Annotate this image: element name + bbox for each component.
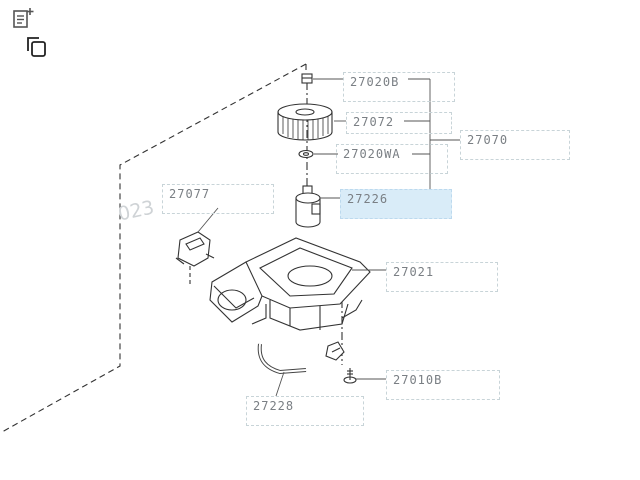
leader-lines (197, 78, 460, 397)
screw-part (343, 368, 357, 384)
callout-27010b[interactable]: 27010B (386, 370, 500, 400)
resistor-part (175, 231, 215, 267)
callout-27228[interactable]: 27228 (246, 396, 364, 426)
callout-27070[interactable]: 27070 (460, 130, 570, 160)
nut-part (301, 73, 313, 84)
callout-27020b[interactable]: 27020B (343, 72, 455, 102)
washer-part (298, 149, 314, 159)
hose-part (257, 343, 307, 375)
callout-27072[interactable]: 27072 (346, 112, 452, 134)
note-add-icon[interactable] (10, 6, 36, 32)
copy-icon[interactable] (24, 34, 50, 60)
callout-27226[interactable]: 27226 (340, 189, 452, 219)
callout-27077[interactable]: 27077 (162, 184, 274, 214)
bracket-part (325, 341, 345, 361)
blower-fan-part (277, 103, 333, 141)
callout-27020wa[interactable]: 27020WA (336, 144, 448, 174)
callout-27021[interactable]: 27021 (386, 262, 498, 292)
blower-housing-part (209, 237, 371, 331)
dashed-enclosure (1, 63, 307, 433)
motor-part (295, 185, 321, 228)
